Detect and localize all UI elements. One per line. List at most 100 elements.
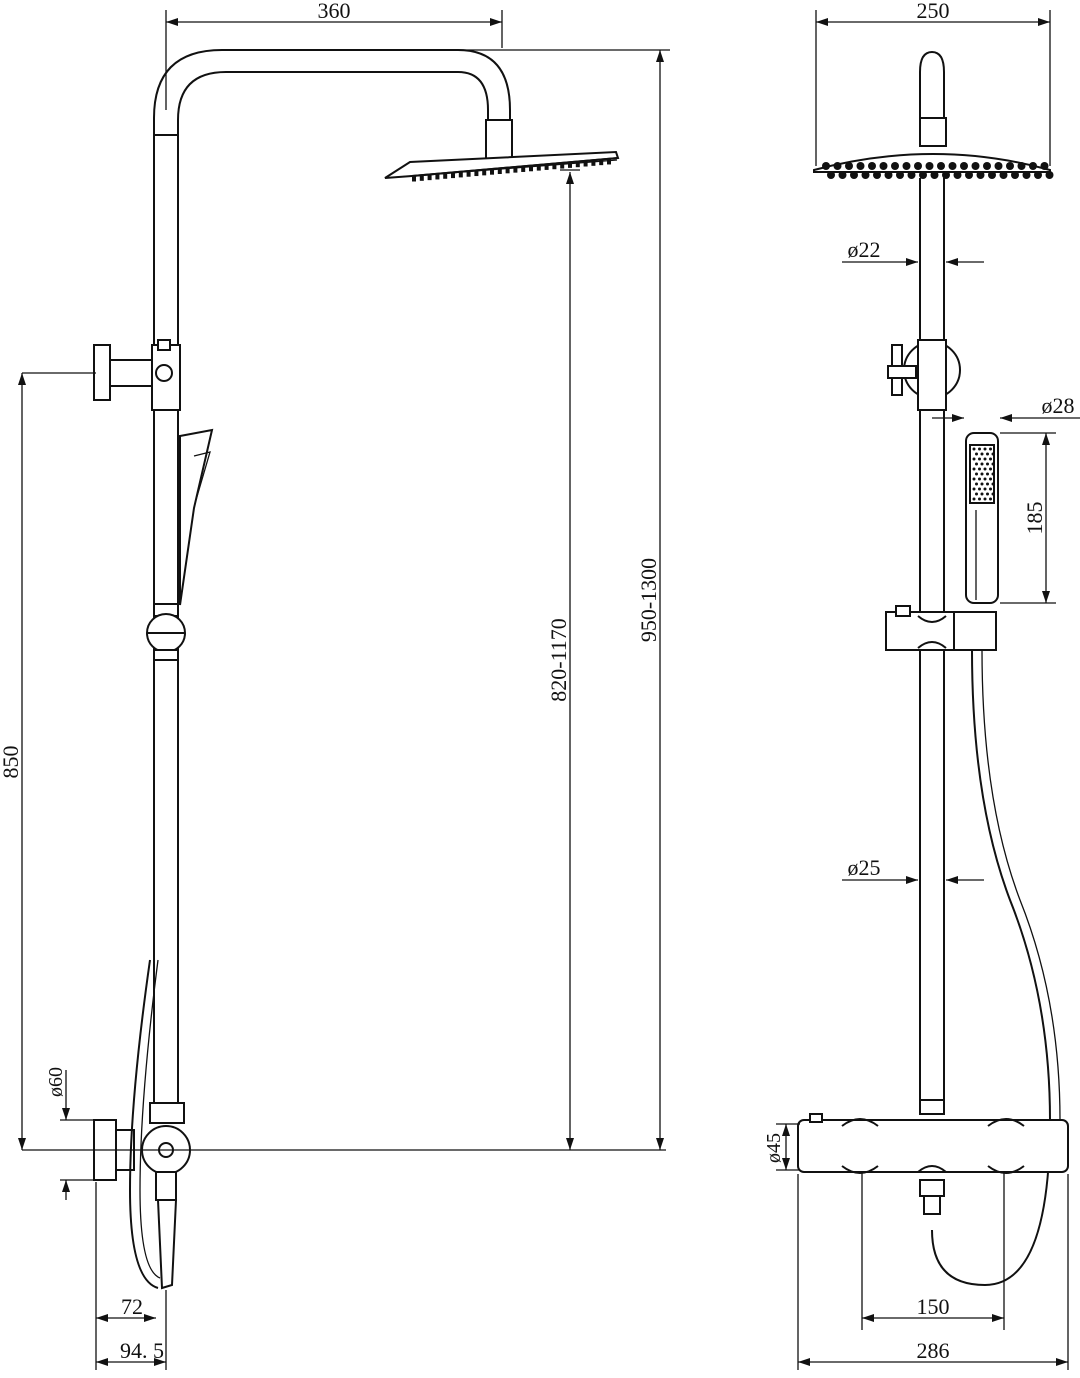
nozzle	[988, 171, 996, 179]
nozzle	[884, 171, 893, 179]
spray-hole	[989, 497, 992, 501]
nozzle	[845, 162, 853, 170]
spray-hole	[983, 497, 987, 501]
front-slider	[146, 603, 186, 661]
nozzle	[419, 175, 424, 181]
front-rain-head	[384, 150, 620, 179]
nozzle	[976, 171, 985, 179]
nozzle	[1045, 171, 1054, 179]
nozzle	[583, 161, 588, 167]
nozzle	[427, 175, 432, 181]
spray-hole	[989, 447, 992, 451]
nozzle	[505, 168, 510, 174]
spray-hole	[991, 472, 995, 476]
front-riser-arm-inner	[177, 71, 489, 1120]
dim-label-wall-to-valve: 94. 5	[120, 1338, 164, 1363]
dim-label-front-width: 360	[318, 0, 351, 23]
spray-hole	[980, 492, 984, 496]
nozzle	[474, 171, 479, 177]
spray-hole	[983, 457, 987, 461]
dim-label-upper-pipe-dia: ø22	[848, 237, 881, 262]
spray-hole	[986, 452, 989, 456]
nozzle	[827, 171, 835, 179]
nozzle	[607, 159, 611, 165]
dim-label-handset-length: 185	[1022, 502, 1047, 535]
side-riser-top	[919, 50, 945, 120]
nozzle	[1011, 171, 1019, 179]
spray-hole	[991, 462, 995, 466]
nozzle	[1029, 162, 1037, 170]
spray-hole	[975, 472, 978, 476]
nozzle	[937, 162, 945, 170]
nozzle	[861, 171, 870, 179]
nozzle	[994, 162, 1003, 170]
spray-hole	[989, 467, 992, 471]
spray-hole	[975, 452, 978, 456]
side-view: 250 ø22 ø28 185 ø25 ø45 150 286	[763, 0, 1080, 1370]
nozzle	[1034, 171, 1042, 179]
spray-hole	[975, 482, 978, 486]
nozzle	[435, 174, 440, 180]
side-hose-inner	[981, 649, 1061, 1121]
front-wall-bracket	[93, 339, 181, 411]
side-wall-bracket	[887, 339, 961, 411]
nozzle	[822, 162, 830, 170]
spray-hole	[972, 447, 976, 451]
front-arm-neck	[485, 119, 513, 161]
nozzle	[560, 163, 565, 169]
front-hose	[128, 959, 159, 1289]
spray-hole	[991, 452, 995, 456]
nozzle	[902, 162, 911, 170]
nozzle	[1017, 162, 1026, 170]
front-riser-arm	[153, 49, 511, 1120]
nozzle	[833, 162, 842, 170]
nozzle	[497, 169, 502, 175]
spray-hole	[986, 472, 989, 476]
front-hose-inner	[139, 959, 161, 1279]
spray-hole	[986, 462, 989, 466]
dim-label-handset-dia: ø28	[1042, 393, 1075, 418]
nozzle	[930, 171, 939, 179]
nozzle	[953, 171, 962, 179]
nozzle	[552, 164, 557, 170]
front-view: 360 950-1300 820-1170 850 ø60 72 94. 5	[0, 0, 670, 1370]
nozzle	[850, 171, 858, 179]
side-rain-head-nozzles	[822, 162, 1054, 179]
nozzle	[879, 162, 888, 170]
side-handset	[965, 432, 999, 604]
nozzle	[1006, 162, 1014, 170]
dim-label-flange-dia: ø60	[45, 1067, 67, 1097]
nozzle	[482, 170, 487, 176]
front-rain-head-nozzles	[412, 159, 611, 182]
spray-hole	[978, 447, 981, 451]
spray-hole	[978, 457, 981, 461]
spray-hole	[986, 482, 989, 486]
dim-label-lower-pipe-dia: ø25	[848, 855, 881, 880]
dim-label-wall-to-bar: 72	[121, 1294, 143, 1319]
front-handset	[177, 428, 214, 606]
nozzle	[960, 162, 968, 170]
spray-hole	[975, 492, 978, 496]
nozzle	[529, 166, 533, 172]
side-slider	[885, 605, 997, 651]
nozzle	[948, 162, 957, 170]
spray-hole	[972, 477, 976, 481]
spray-hole	[989, 487, 992, 491]
spray-hole	[978, 477, 981, 481]
nozzle	[536, 165, 541, 171]
spray-hole	[983, 467, 987, 471]
spray-hole	[975, 462, 978, 466]
nozzle	[575, 162, 580, 168]
spray-hole	[978, 497, 981, 501]
nozzle	[412, 176, 416, 182]
dim-label-valve-dia: ø45	[763, 1133, 785, 1163]
nozzle	[873, 171, 881, 179]
spray-hole	[972, 467, 976, 471]
nozzle	[891, 162, 899, 170]
nozzle	[490, 169, 494, 175]
nozzle	[544, 164, 549, 170]
nozzle	[443, 173, 448, 179]
spray-hole	[980, 472, 984, 476]
dim-label-bracket-height: 850	[0, 746, 23, 779]
